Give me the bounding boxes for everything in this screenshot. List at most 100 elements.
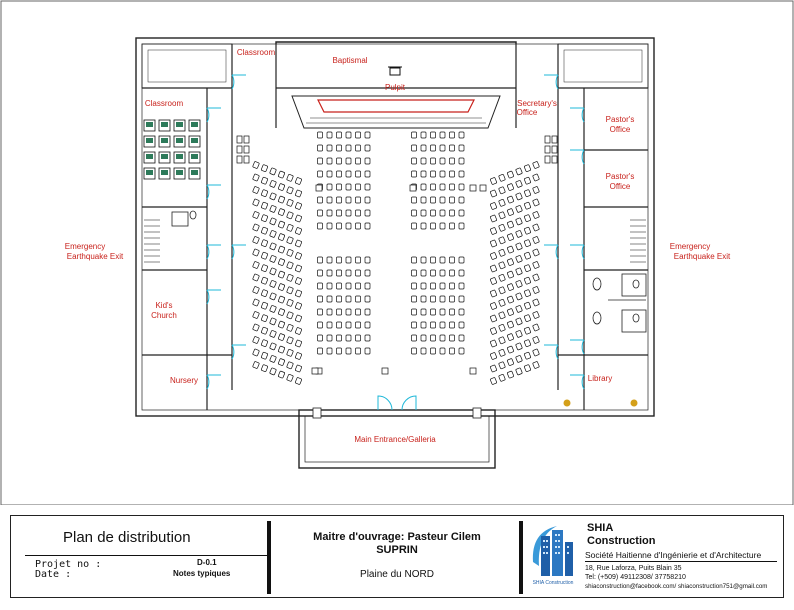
company-address: 18, Rue Laforza, Puits Blain 35 (585, 565, 682, 572)
seat (252, 186, 260, 194)
seat (295, 289, 302, 298)
seat (515, 205, 523, 213)
door-swing (206, 374, 221, 390)
seat (458, 144, 465, 152)
seat (524, 301, 531, 310)
seat (317, 321, 323, 329)
seat (278, 220, 285, 229)
seat (364, 334, 371, 342)
seat (458, 347, 465, 355)
seat (261, 189, 268, 197)
door-swing (544, 344, 559, 360)
plant-icons (563, 399, 638, 407)
seat (498, 286, 506, 295)
seat (439, 295, 446, 303)
seat (532, 336, 540, 344)
seat (295, 302, 302, 310)
seat (355, 295, 361, 303)
seat (449, 334, 455, 342)
seat (269, 255, 277, 263)
seat (515, 192, 523, 201)
plan-title: Plan de distribution (63, 529, 191, 546)
seat (524, 314, 531, 322)
seat (355, 183, 361, 191)
door-swing (206, 244, 221, 260)
seat (336, 282, 342, 290)
seat (430, 269, 436, 277)
seat (524, 289, 531, 297)
floor-plan (0, 0, 794, 505)
seat (252, 248, 260, 257)
seat (420, 183, 427, 191)
seat (420, 269, 427, 277)
seat (458, 131, 465, 139)
seat (345, 131, 352, 139)
seat (430, 295, 436, 303)
seat (498, 274, 506, 282)
seat (286, 299, 294, 307)
seat (355, 256, 361, 264)
label-kids-church-1: Kid's (155, 301, 173, 310)
seat (498, 261, 506, 270)
seat (252, 336, 260, 344)
label-classroom-left: Classroom (144, 99, 184, 108)
seat (532, 261, 540, 269)
door-swing (570, 339, 585, 355)
seat (295, 202, 302, 210)
seat (252, 173, 260, 182)
seat (532, 161, 540, 169)
seat (515, 217, 523, 226)
seat (295, 227, 302, 235)
seat (269, 167, 277, 176)
seat (411, 269, 417, 277)
label-baptismal: Baptismal (332, 56, 368, 65)
seat (355, 321, 361, 329)
seat (345, 209, 352, 217)
seat (269, 305, 277, 313)
side-seats (236, 135, 558, 164)
seat (269, 330, 277, 338)
seat (507, 220, 514, 229)
seat (278, 258, 285, 266)
label-secretary-office-2: Office (516, 108, 538, 117)
door-swing (544, 74, 559, 90)
seat (420, 157, 427, 165)
label-classroom-top: Classroom (236, 48, 276, 57)
seat (430, 196, 436, 204)
seat (498, 174, 506, 182)
seat (295, 327, 302, 335)
seat (317, 256, 323, 264)
seat (355, 209, 361, 217)
seat (532, 236, 540, 244)
column-marker (469, 367, 477, 375)
seat (345, 321, 352, 329)
seat (261, 339, 268, 347)
seat (317, 170, 323, 178)
seat (252, 236, 260, 244)
title-block: Plan de distribution Projet no : Date : … (10, 515, 784, 598)
seat (411, 347, 417, 355)
seat (458, 321, 465, 329)
seat (278, 295, 285, 304)
company-logo: SHIA Construction (533, 526, 574, 586)
seat (515, 230, 523, 238)
door-swing (570, 374, 585, 390)
company-divider (585, 561, 777, 562)
seat (336, 308, 342, 316)
company-full-name: Société Haitienne d'Ingénierie et d'Arch… (585, 550, 762, 560)
seat (507, 333, 514, 341)
seat (507, 358, 514, 366)
seat (449, 209, 455, 217)
pulpit-icon (388, 66, 402, 76)
seat (269, 367, 277, 376)
seat (430, 170, 436, 178)
seat (430, 334, 436, 342)
door-swing (206, 289, 221, 305)
door-swing (570, 107, 585, 123)
seat (345, 157, 352, 165)
seat (532, 286, 540, 294)
seat (439, 183, 446, 191)
seat (326, 282, 333, 290)
seat (532, 298, 540, 307)
seat (336, 209, 342, 217)
